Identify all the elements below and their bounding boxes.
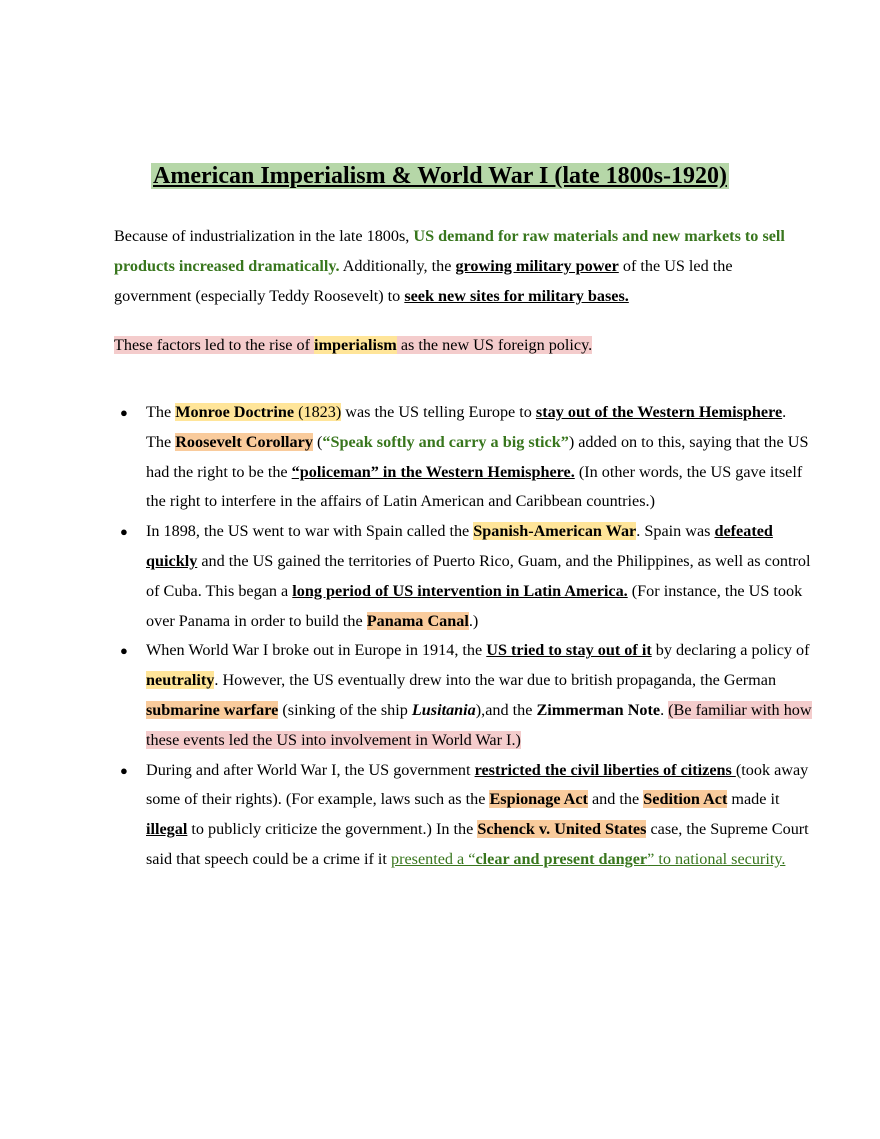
bullet-text: and the [587, 790, 644, 809]
sedition-act-term: Sedition Act [643, 790, 728, 809]
bullet-text: case, the Supreme Court said that speech… [146, 820, 809, 868]
clear-danger-phrase-start: presented a “ [390, 849, 476, 868]
bullet-text: . The [146, 403, 787, 451]
bullet-text: (sinking of the ship [278, 700, 412, 719]
bullet-dot: ● [120, 405, 128, 420]
bullet-spanish-american-war: ● In 1898, the US went to war with Spain … [120, 517, 812, 636]
bullet-text: was the US telling Europe to [341, 403, 536, 421]
spanish-american-war-term: Spanish-American War [473, 522, 637, 541]
bullet-text: .) [468, 611, 479, 630]
big-stick-quote: “Speak softly and carry a big stick” [322, 432, 569, 451]
bullet-text: . However, the US eventually drew into t… [214, 671, 777, 690]
intervention-phrase: long period of US intervention in Latin … [292, 581, 628, 600]
bullet-dot: ● [120, 643, 128, 659]
summary-paragraph: These factors led to the rise of imperia… [114, 330, 790, 360]
bullet-text: and the US gained the territories of Pue… [146, 551, 811, 600]
bullet-text: ),and the [475, 700, 537, 719]
bullet-monroe-doctrine: ● The Monroe Doctrine (1823) was the US t… [120, 398, 812, 517]
illegal-term: illegal [146, 820, 188, 839]
summary-text: These factors led to the rise of [114, 336, 315, 354]
intro-text: Because of industrialization in the late… [114, 227, 414, 245]
schenck-case-term: Schenck v. United States [477, 820, 647, 839]
civil-liberties-phrase: restricted the civil liberties of citize… [474, 760, 736, 779]
bullet-text: (In other words, the US gave itself the … [146, 462, 803, 511]
stay-out-phrase: stay out of the Western Hemisphere [535, 403, 783, 421]
lusitania-term: Lusitania [411, 700, 476, 719]
intro-military-power: growing military power [455, 257, 619, 275]
bullet-text: When World War I broke out in Europe in … [146, 641, 487, 660]
intro-text: of the US led the government (especially… [114, 257, 733, 305]
bullet-civil-liberties: ● During and after World War I, the US go… [120, 756, 812, 875]
title-text: American Imperialism & World War I (late… [151, 163, 729, 189]
summary-text: as the new US foreign policy. [396, 336, 593, 354]
document-title: American Imperialism & World War I (late… [0, 159, 880, 193]
bullet-text: made it [727, 790, 780, 809]
roosevelt-corollary-term: Roosevelt Corollary [175, 432, 313, 451]
intro-demand-highlight: US demand for raw materials and new mark… [114, 227, 785, 275]
intro-paragraph: Because of industrialization in the late… [114, 221, 790, 311]
defeated-quickly-phrase: defeated quickly [146, 522, 773, 570]
bullet-dot: ● [120, 524, 128, 540]
bullet-dot: ● [120, 762, 128, 778]
bullet-text: During and after World War I, the US gov… [146, 760, 475, 779]
bullet-text: The [146, 403, 176, 421]
espionage-act-term: Espionage Act [489, 790, 588, 809]
policeman-phrase: “policeman” in the Western Hemisphere. [291, 462, 575, 481]
bullet-text: . Spain was [636, 522, 715, 541]
monroe-doctrine-term: Monroe Doctrine [175, 403, 295, 421]
bullet-text: to publicly criticize the government.) I… [187, 820, 478, 839]
intro-military-bases: seek new sites for military bases. [404, 287, 629, 305]
bullet-text: ) added on to this, saying that the US h… [146, 432, 809, 481]
bullet-list: ● The Monroe Doctrine (1823) was the US t… [114, 398, 812, 875]
panama-canal-term: Panama Canal [366, 611, 469, 630]
imperialism-term: imperialism [314, 336, 397, 354]
bullet-text: (took away some of their rights). (For e… [146, 760, 809, 809]
intro-text: Additionally, the [339, 257, 456, 275]
clear-and-present-danger-term: clear and present danger [475, 849, 648, 868]
submarine-warfare-term: submarine warfare [146, 700, 279, 719]
bullet-text: by declaring a policy of [651, 641, 810, 660]
clear-danger-phrase-end: ” to national security. [647, 849, 786, 868]
bullet-text: ( [312, 432, 323, 451]
bullet-text: In 1898, the US went to war with Spain c… [146, 522, 474, 541]
monroe-doctrine-year: (1823) [294, 403, 342, 421]
bullet-text: . [660, 700, 669, 719]
stay-out-of-it-phrase: US tried to stay out of it [486, 641, 652, 660]
neutrality-term: neutrality [146, 671, 215, 690]
zimmerman-note-term: Zimmerman Note [536, 700, 661, 719]
bullet-text: (For instance, the US took over Panama i… [146, 581, 803, 630]
bullet-world-war-i: ● When World War I broke out in Europe in… [120, 636, 812, 755]
